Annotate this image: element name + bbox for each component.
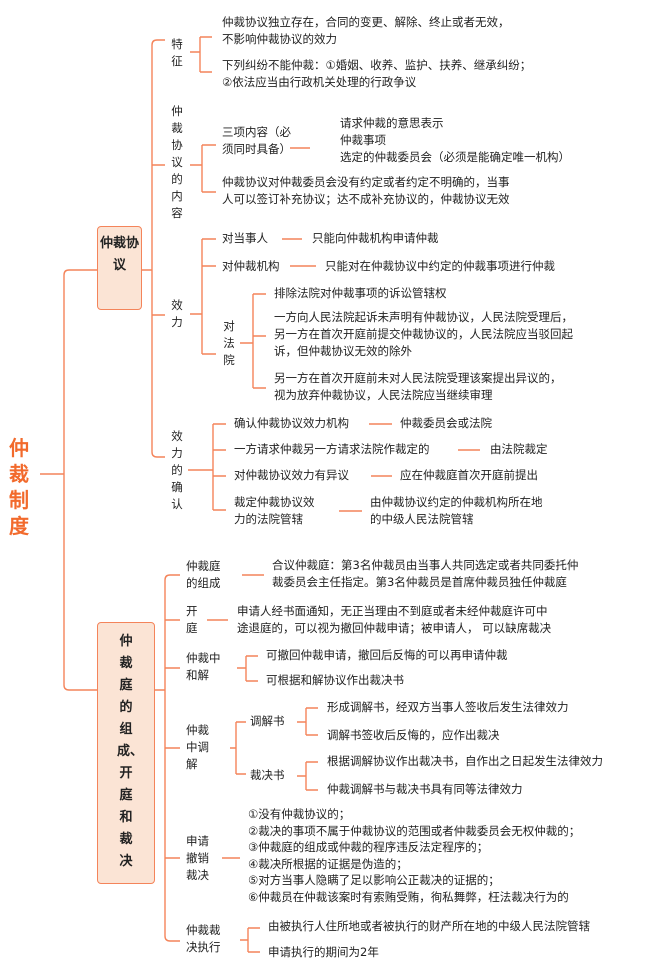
effect-label: 效力 [171, 298, 183, 329]
composition-label: 仲裁庭 的组成 [186, 559, 221, 590]
effect-party: 对当事人 [222, 231, 268, 245]
supplement-agreement: 仲裁协议对仲裁委员会没有约定或者约定不明确的，当事 人可以签订补充协议；达不成补… [222, 175, 510, 206]
root-topic: 仲裁制度 [9, 436, 29, 538]
mediation-label: 仲裁 中调 解 [186, 723, 209, 771]
hearing-label: 开 庭 [186, 604, 198, 635]
execution-item: 由被执行人住所地或者被执行的财产所在地的中级人民法院管辖 [268, 919, 590, 933]
confirm-key: 一方请求仲裁另一方请求法院作裁定的 [234, 442, 430, 456]
effect-org: 对仲裁机构 [222, 259, 280, 273]
confirm-value: 应在仲裁庭首次开庭前提出 [400, 468, 538, 482]
confirm-value: 由法院裁定 [490, 442, 548, 456]
court-item: 排除法院对仲裁事项的诉讼管辖权 [274, 286, 447, 300]
three-items-label: 三项内容（必 须同时具备） [222, 125, 291, 156]
revoke-item: ①没有仲裁协议的； [248, 807, 351, 821]
effect-org-value: 只能对在仲裁协议中约定的仲裁事项进行仲裁 [325, 259, 555, 273]
mediation-award-item: 根据调解协议作出裁决书，自作出之日起发生法律效力 [327, 754, 603, 768]
confirm-key: 确认仲裁协议效力机构 [234, 416, 349, 430]
revoke-item: ②裁决的事项不属于仲裁协议的范围或者仲裁委员会无权仲裁的； [248, 823, 581, 838]
three-items: 请求仲裁的意思表示 仲裁事项 选定的仲裁委员会（必须是能确定唯一机构） [340, 116, 570, 164]
composition-text: 合议仲裁庭：第3名仲裁员由当事人共同选定或者共同委托仲 裁委员会主任指定。第3名… [272, 558, 579, 589]
feature-item: 下列纠纷不能仲裁：①婚姻、收养、监护、扶养、继承纠纷； ②依法应当由行政机关处理… [222, 58, 532, 89]
mediation-doc-item: 形成调解书，经双方当事人签收后发生法律效力 [327, 700, 569, 714]
revoke-item: ④裁决所根据的证据是伪造的； [248, 856, 408, 871]
execution-label: 仲裁裁 决执行 [186, 923, 221, 954]
revoke-label: 申请 撤销 裁决 [186, 834, 209, 882]
execution-item: 申请执行的期间为2年 [268, 945, 379, 959]
revoke-item: ③仲裁庭的组成或仲裁的程序违反法定程序的； [248, 840, 489, 854]
confirm-label: 效力的确认 [171, 429, 183, 511]
effect-party-value: 只能向仲裁机构申请仲裁 [312, 231, 439, 245]
revoke-item: ⑥仲裁员在仲裁该案时有索贿受贿，徇私舞弊，枉法裁决行为的 [248, 889, 569, 904]
court-item: 一方向人民法院起诉未声明有仲裁协议，人民法院受理后， 另一方在首次开庭前提交仲裁… [274, 310, 573, 358]
confirm-key: 对仲裁协议效力有异议 [234, 468, 349, 482]
mediation-doc-item: 调解书签收后反悔的，应作出裁决 [327, 728, 500, 742]
settlement-item: 可根据和解协议作出裁决书 [266, 673, 404, 687]
mediation-doc-label: 调解书 [250, 714, 285, 728]
mediation-award-label: 裁决书 [250, 768, 285, 782]
feature-item: 仲裁协议独立存在，合同的变更、解除、终止或者无效， 不影响仲裁协议的效力 [222, 15, 510, 46]
settlement-label: 仲裁中 和解 [186, 651, 221, 682]
confirm-value: 由仲裁协议约定的仲裁机构所在地 的中级人民法院管辖 [370, 495, 543, 526]
topic-arbitration-agreement: 仲裁协议 [97, 226, 142, 310]
mediation-award-item: 仲裁调解书与裁决书具有同等法律效力 [327, 782, 523, 796]
hearing-text: 申请人经书面通知，无正当理由不到庭或者未经仲裁庭许可中 途退庭的，可以视为撤回仲… [237, 604, 552, 635]
revoke-list: ①没有仲裁协议的； ②裁决的事项不属于仲裁协议的范围或者仲裁委员会无权仲裁的； … [248, 806, 580, 905]
revoke-item: ⑤对方当事人隐瞒了足以影响公正裁决的证据的； [248, 873, 500, 887]
topic-tribunal: 仲裁庭的组成、开庭和裁决 [97, 622, 155, 884]
confirm-key: 裁定仲裁协议效 力的法院管辖 [234, 495, 315, 526]
court-item: 另一方在首次开庭前未对人民法院受理该案提出异议的， 视为放弃仲裁协议，人民法院应… [274, 371, 562, 402]
content-label: 仲裁协议的内容 [171, 104, 183, 220]
settlement-item: 可撤回仲裁申请，撤回后反悔的可以再申请仲裁 [266, 648, 508, 662]
confirm-value: 仲裁委员会或法院 [400, 416, 492, 430]
features-label: 特征 [171, 37, 183, 68]
effect-court-label: 对法院 [223, 319, 235, 367]
